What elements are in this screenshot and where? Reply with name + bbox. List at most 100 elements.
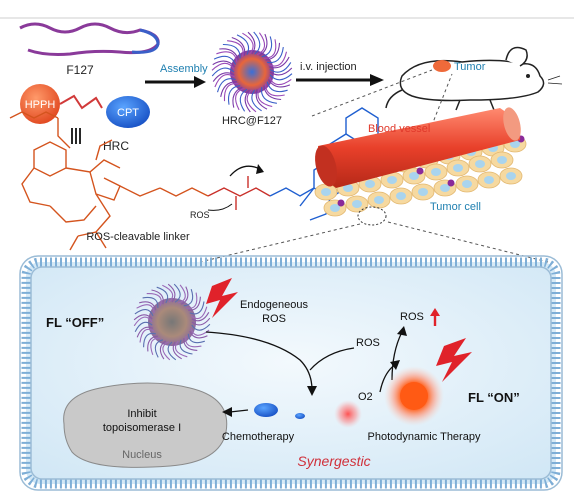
polymer-strand <box>167 283 176 303</box>
polymer-strand <box>244 89 251 113</box>
polymer-strand <box>143 332 156 348</box>
polymer-strand <box>260 87 277 104</box>
tumor-cell-nucleus <box>497 156 507 164</box>
tumor-cell-nucleus <box>396 192 406 200</box>
polymer-strand <box>239 88 248 112</box>
polymer-strand <box>259 33 268 57</box>
blood-vessel-label: Blood vessel <box>368 123 430 135</box>
polymer-strand <box>267 79 291 88</box>
polymer-strand <box>269 56 290 69</box>
ros-mid-label: ROS <box>356 337 380 349</box>
nanoparticle-dot <box>447 179 455 187</box>
fl-on-label: FL “ON” <box>468 390 520 405</box>
tumor-label: Tumor <box>454 61 486 73</box>
cpt-label: CPT <box>117 107 139 119</box>
o2-label: O2 <box>358 391 373 403</box>
tumor-cell-nucleus <box>330 204 340 212</box>
cpt-sphere <box>106 96 150 128</box>
polymer-strand <box>188 296 201 311</box>
polymer-strand <box>183 289 194 307</box>
tumor-cell-nucleus <box>374 196 384 204</box>
polymer-strand <box>133 316 153 327</box>
inhibit-label-1: Inhibit <box>127 408 156 420</box>
polymer-strand <box>263 85 282 101</box>
lightning-icon <box>206 278 238 318</box>
polymer-strand <box>247 31 256 55</box>
polymer-strand <box>189 330 208 339</box>
polymer-strand <box>139 301 157 311</box>
polymer-strand <box>222 43 241 59</box>
polymer-strand <box>174 340 188 358</box>
polymer-strand <box>162 341 171 361</box>
tumor-cell-nucleus <box>475 160 485 168</box>
chemotherapy-label: Chemotherapy <box>222 431 295 443</box>
polymer-strand <box>191 312 210 322</box>
selected-tumor-cell <box>357 206 387 226</box>
endogeneous-label-2: ROS <box>262 313 286 325</box>
polymer-strand <box>134 321 153 332</box>
nanoparticle-dot <box>416 167 424 175</box>
tumor-site <box>433 60 451 72</box>
polymer-strand <box>179 339 193 355</box>
polymer-strand <box>227 85 241 105</box>
hrc-label: HRC <box>103 139 129 153</box>
polymer-strand <box>142 296 159 308</box>
tumor-cell-nucleus <box>365 180 375 188</box>
ros-small-label: ROS <box>190 210 210 220</box>
polymer-strand <box>268 51 288 67</box>
tumor-cell-nucleus <box>431 168 441 176</box>
tumor-cell-nucleus <box>506 172 516 180</box>
polymer-strand <box>187 333 205 344</box>
polymer-strand <box>265 83 285 97</box>
polymer-strand <box>269 73 293 81</box>
polymer-strand <box>220 81 237 97</box>
cpt-released-2 <box>295 413 305 419</box>
polymer-strand <box>211 62 235 71</box>
polymer-strand <box>211 67 235 77</box>
fl-off-nanoparticle <box>133 283 211 361</box>
blood-vessel <box>315 107 521 188</box>
polymer-strand <box>261 36 273 58</box>
polymer-strand <box>156 286 169 304</box>
nanoparticle-dot <box>337 199 345 207</box>
polymer-strand <box>162 284 174 303</box>
hpph-label: HPPH <box>25 99 56 111</box>
polymer-strand <box>214 74 235 88</box>
polymer-strand <box>255 89 268 110</box>
polymer-strand <box>136 304 155 313</box>
f127-polymer <box>19 22 160 56</box>
assembly-label: Assembly <box>160 63 208 75</box>
hrc-f127-nanoparticle <box>211 31 293 113</box>
iv-injection-label: i.v. injection <box>300 61 357 73</box>
polymer-strand <box>189 301 205 315</box>
polymer-strand <box>172 341 182 360</box>
polymer-strand <box>139 328 155 343</box>
polymer-strand <box>178 284 186 304</box>
polymer-strand <box>227 40 244 58</box>
inhibit-label-2: topoisomerase I <box>103 422 181 434</box>
tumor-cell-label: Tumor cell <box>430 201 481 213</box>
pdt-label: Photodynamic Therapy <box>368 431 481 443</box>
polymer-strand <box>185 335 202 348</box>
polymer-strand <box>146 293 162 306</box>
polymer-strand <box>183 338 198 351</box>
tumor-cell-nucleus <box>453 164 463 172</box>
polymer-strand <box>265 42 281 61</box>
polymer-strand <box>223 83 239 102</box>
tumor-cell-nucleus <box>484 176 494 184</box>
polymer-strand <box>133 314 153 321</box>
polymer-strand <box>185 292 198 309</box>
tumor-cell-nucleus <box>387 176 397 184</box>
mouse-icon <box>385 46 563 111</box>
polymer-strand <box>268 76 292 86</box>
polymer-strand <box>159 340 167 360</box>
polymer-strand <box>269 67 293 76</box>
polymer-strand <box>257 88 273 108</box>
cpt-released-1 <box>254 403 278 417</box>
tumor-cell-nucleus <box>321 188 331 196</box>
polymer-strand <box>180 286 189 305</box>
tumor-cell-nucleus <box>409 172 419 180</box>
polymer-strand <box>253 31 261 55</box>
tumor-cell-nucleus <box>440 184 450 192</box>
polymer-strand <box>256 32 266 56</box>
